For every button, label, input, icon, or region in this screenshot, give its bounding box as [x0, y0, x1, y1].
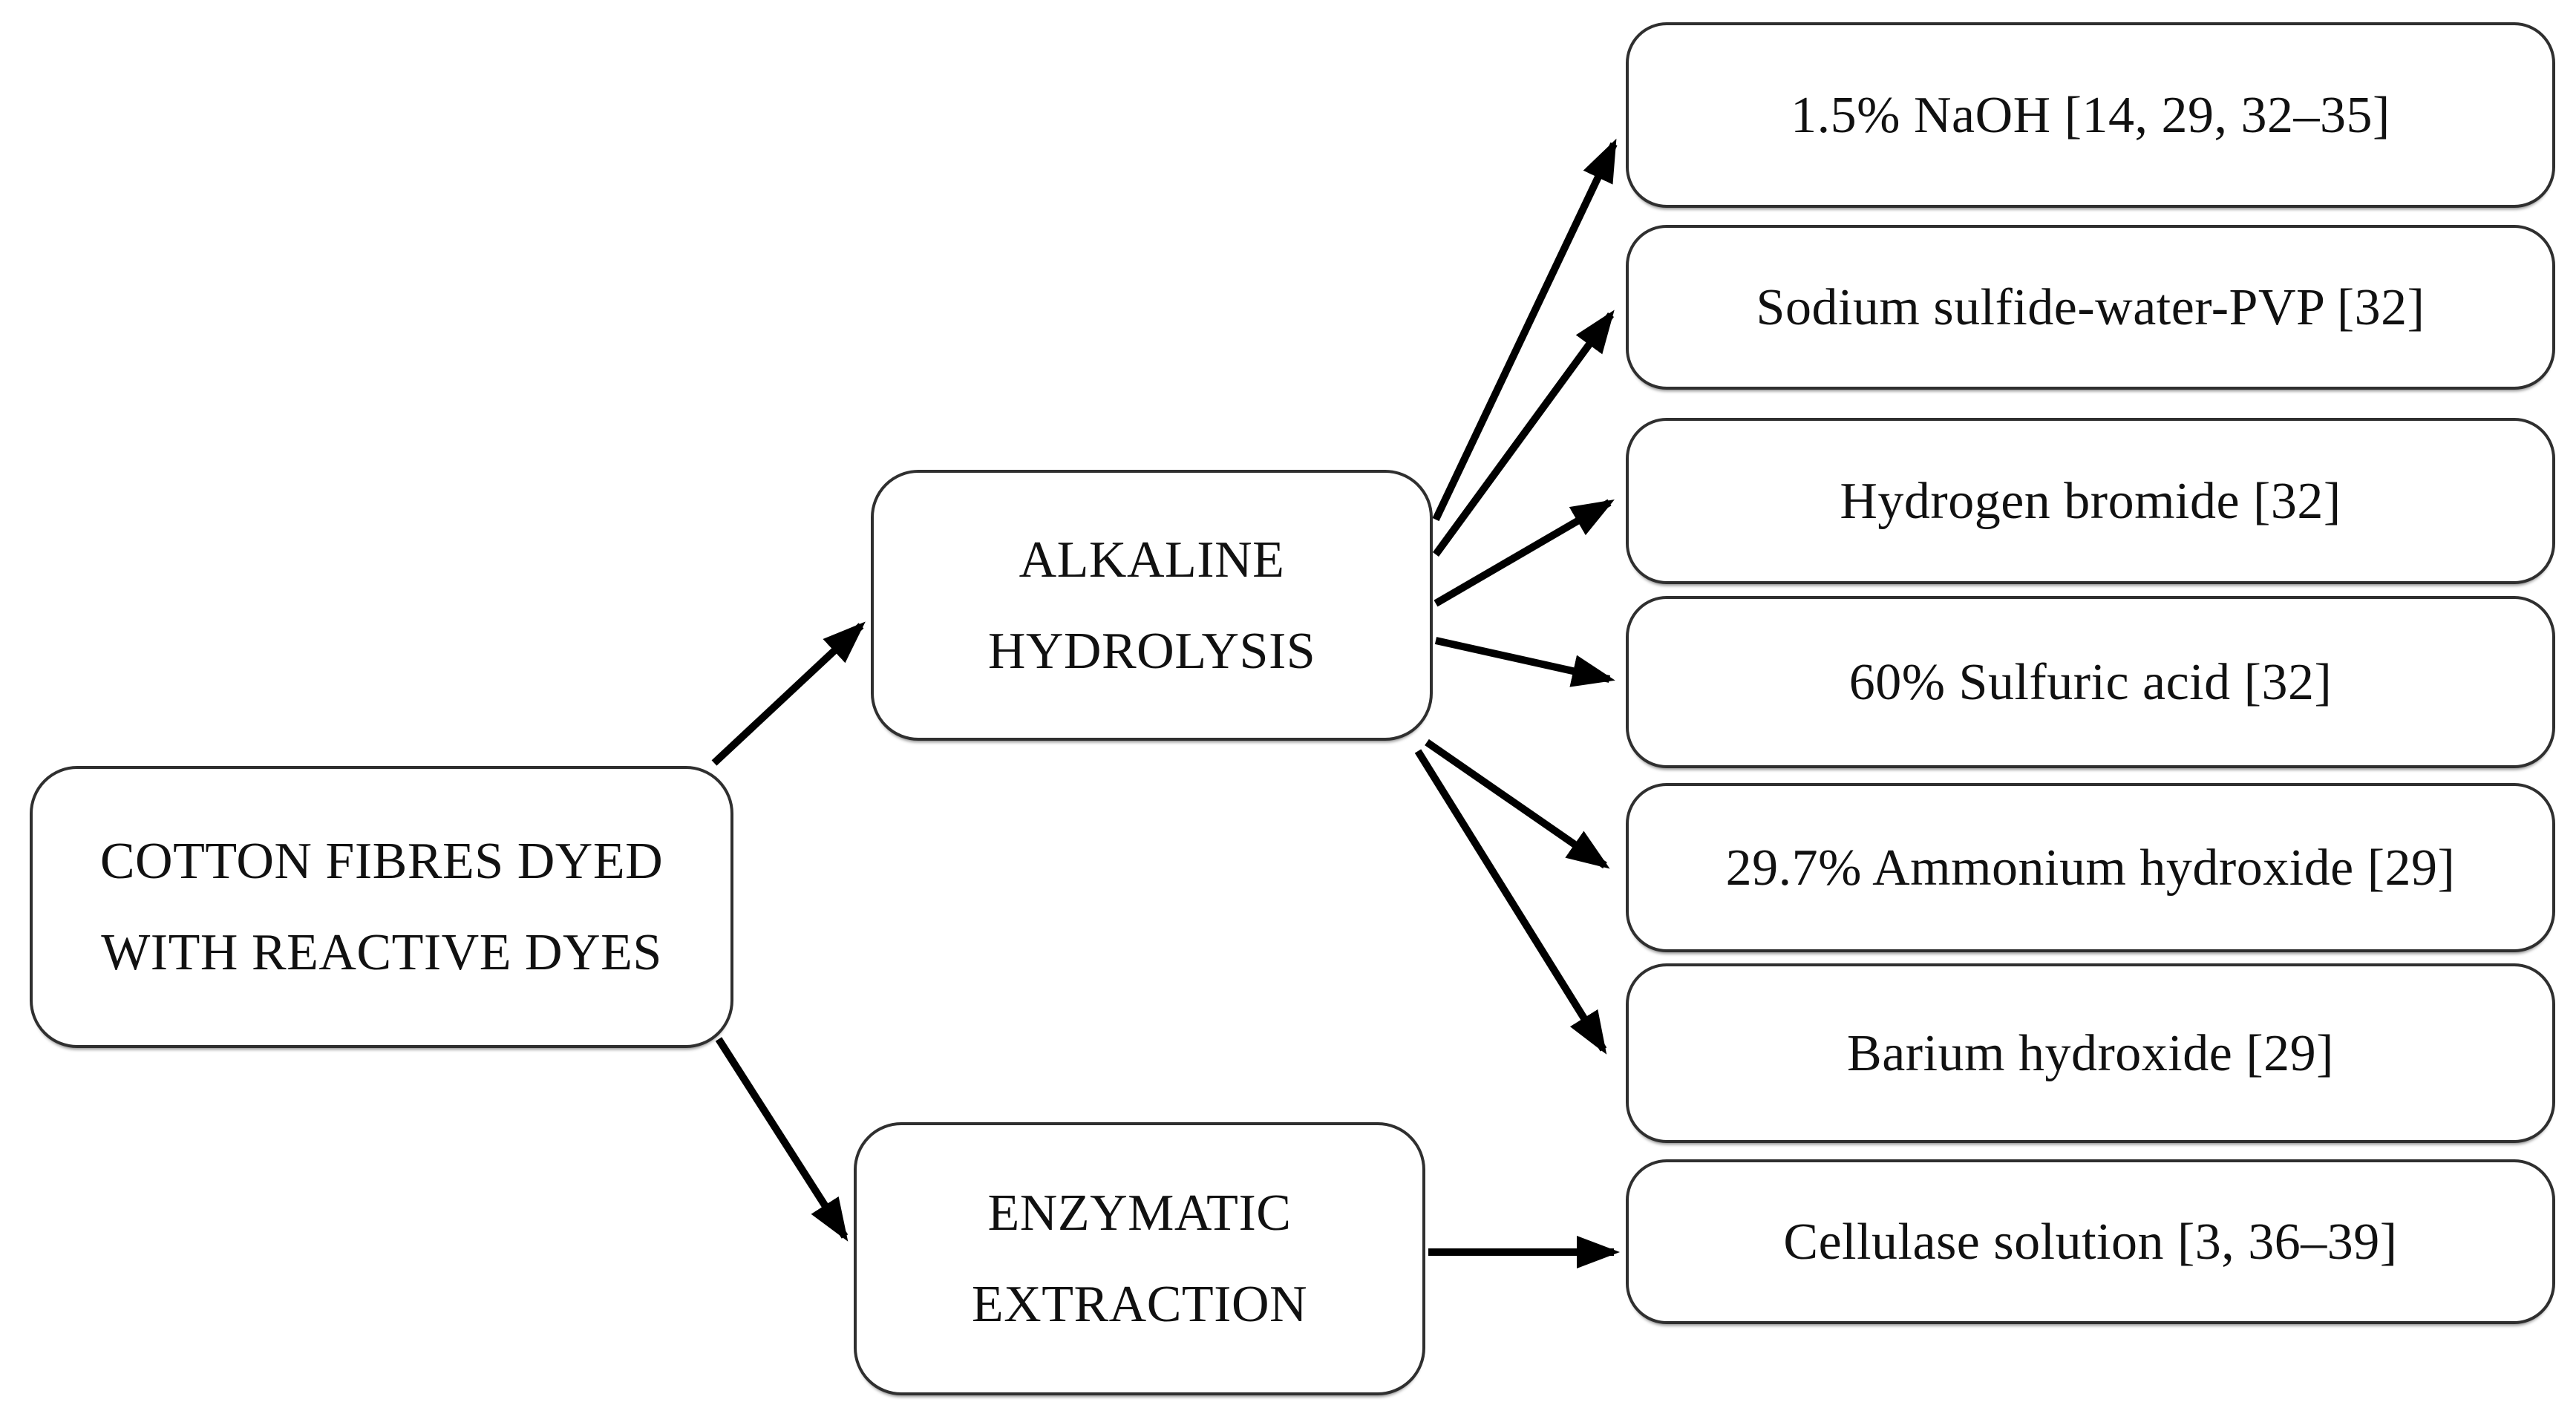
node-reagent-naoh: 1.5% NaOH [14, 29, 32–35]: [1626, 22, 2555, 208]
node-reagent-hydrogen-bromide: Hydrogen bromide [32]: [1626, 418, 2555, 584]
arrow-alkaline-to-barium-hydroxide: [1414, 749, 1607, 1055]
reagent-label: Sodium sulfide-water-PVP [32]: [1756, 278, 2425, 336]
reagent-label: Cellulase solution [3, 36–39]: [1783, 1213, 2398, 1271]
node-reagent-sodium-sulfide-pvp: Sodium sulfide-water-PVP [32]: [1626, 225, 2555, 390]
node-reagent-sulfuric-acid: 60% Sulfuric acid [32]: [1626, 596, 2555, 768]
node-enzymatic-extraction: ENZYMATIC EXTRACTION: [854, 1122, 1425, 1395]
node-reagent-barium-hydroxide: Barium hydroxide [29]: [1626, 963, 2555, 1143]
node-enzymatic-extraction-line1: ENZYMATIC: [987, 1185, 1292, 1242]
node-cotton-fibres-line2: WITH REACTIVE DYES: [101, 924, 662, 981]
node-enzymatic-extraction-line2: EXTRACTION: [971, 1276, 1308, 1333]
reagent-label: 1.5% NaOH [14, 29, 32–35]: [1791, 86, 2390, 144]
node-alkaline-hydrolysis: ALKALINE HYDROLYSIS: [871, 470, 1433, 741]
arrow-alkaline-to-sulfuric-acid: [1434, 637, 1615, 687]
node-reagent-cellulase-solution: Cellulase solution [3, 36–39]: [1626, 1159, 2555, 1324]
reagent-label: Barium hydroxide [29]: [1847, 1024, 2334, 1082]
node-alkaline-hydrolysis-line2: HYDROLYSIS: [987, 622, 1316, 680]
arrow-alkaline-to-hydrogen-bromide: [1434, 499, 1615, 607]
arrow-source-to-enzymatic: [715, 1037, 849, 1242]
node-cotton-fibres: COTTON FIBRES DYED WITH REACTIVE DYES: [30, 766, 733, 1048]
node-alkaline-hydrolysis-line1: ALKALINE: [1019, 531, 1285, 589]
arrow-alkaline-to-sodium-sulfide: [1432, 310, 1615, 557]
arrow-alkaline-to-naoh: [1432, 138, 1618, 522]
reagent-label: Hydrogen bromide [32]: [1840, 472, 2341, 530]
reagent-label: 29.7% Ammonium hydroxide [29]: [1725, 839, 2456, 897]
node-cotton-fibres-line1: COTTON FIBRES DYED: [99, 833, 664, 890]
arrow-source-to-alkaline: [711, 621, 866, 766]
reagent-label: 60% Sulfuric acid [32]: [1848, 653, 2333, 711]
node-reagent-ammonium-hydroxide: 29.7% Ammonium hydroxide [29]: [1626, 783, 2555, 952]
arrow-alkaline-to-ammonium-hydroxide: [1425, 738, 1610, 869]
